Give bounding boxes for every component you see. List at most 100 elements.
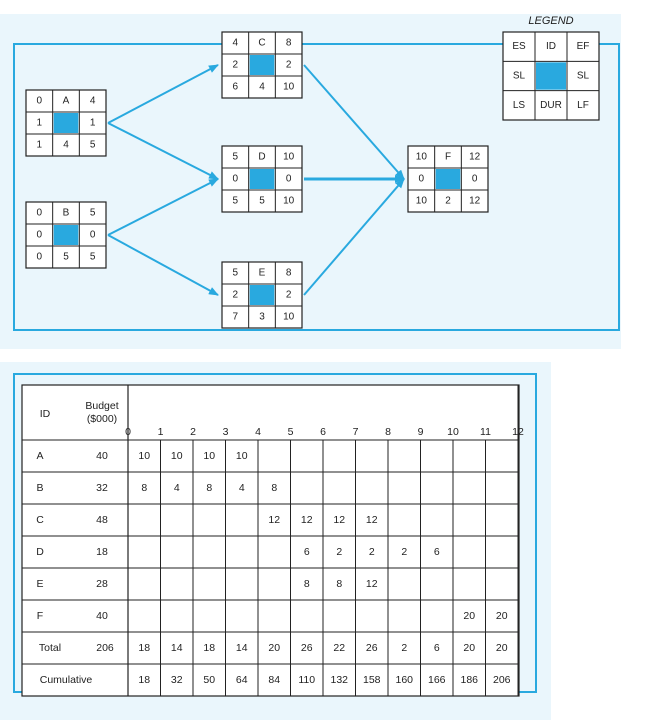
total-value: 20	[496, 642, 508, 654]
cell-value: 12	[366, 514, 378, 526]
cumulative-value: 206	[493, 674, 511, 686]
cell-value: 20	[463, 610, 475, 622]
node-b-id: B	[63, 208, 70, 219]
node-c-sl: 2	[233, 60, 239, 71]
node-b-ef: 5	[90, 208, 96, 219]
cell-value: 10	[138, 450, 150, 462]
edge-b-d	[107, 178, 219, 236]
cell-value: 10	[236, 450, 248, 462]
node-d-sl_right: 0	[286, 174, 292, 185]
cell-value: 12	[268, 514, 280, 526]
node-d-ef: 10	[283, 152, 295, 163]
table-grid	[22, 385, 519, 697]
edge-e-f	[303, 178, 405, 296]
cell-value: 8	[206, 482, 212, 494]
cell-value: 6	[434, 546, 440, 558]
id-header: ID	[40, 408, 51, 420]
legend-ls: LS	[513, 100, 526, 111]
node-b-center-fill	[53, 225, 79, 245]
node-e-lf: 10	[283, 312, 295, 323]
total-value: 26	[366, 642, 378, 654]
node-f-id: F	[445, 152, 451, 163]
period-label: 11	[480, 426, 491, 438]
node-d-sl: 0	[233, 174, 239, 185]
cell-value: 20	[496, 610, 508, 622]
node-a-sl_right: 1	[90, 118, 96, 129]
period-label: 9	[418, 426, 424, 438]
total-value: 18	[138, 642, 150, 654]
edge-b-e	[107, 234, 219, 296]
cell-value: 4	[174, 482, 180, 494]
node-b-dur: 5	[63, 252, 69, 263]
cell-value: 2	[336, 546, 342, 558]
period-label: 12	[512, 426, 524, 438]
cell-value: 8	[336, 578, 342, 590]
node-e-center-fill	[249, 285, 275, 305]
total-value: 20	[463, 642, 475, 654]
total-value: 14	[171, 642, 183, 654]
cell-value: 8	[141, 482, 147, 494]
total-value: 18	[203, 642, 215, 654]
legend-sl-right: SL	[577, 71, 590, 82]
row-budget: 40	[96, 610, 108, 622]
legend-sl: SL	[513, 71, 526, 82]
total-value: 14	[236, 642, 248, 654]
row-id: D	[36, 546, 44, 558]
node-c-dur: 4	[259, 82, 265, 93]
period-label: 6	[320, 426, 326, 438]
row-budget: 32	[96, 482, 108, 494]
cumulative-value: 50	[203, 674, 215, 686]
total-value: 20	[268, 642, 280, 654]
period-label: 8	[385, 426, 391, 438]
total-value: 6	[434, 642, 440, 654]
node-a-dur: 4	[63, 140, 69, 151]
cumulative-value: 132	[330, 674, 348, 686]
period-label: 0	[125, 426, 131, 438]
node-f-lf: 12	[469, 196, 481, 207]
legend-center-fill	[536, 62, 566, 90]
cell-value: 12	[333, 514, 345, 526]
node-a-id: A	[63, 96, 70, 107]
period-label: 7	[353, 426, 359, 438]
node-f-es: 10	[416, 152, 428, 163]
cumulative-value: 158	[363, 674, 381, 686]
legend-ef: EF	[577, 41, 590, 52]
period-label: 10	[447, 426, 459, 438]
node-c-es: 4	[233, 38, 239, 49]
period-label: 4	[255, 426, 261, 438]
row-id: A	[36, 450, 43, 462]
node-e-ls: 7	[233, 312, 239, 323]
table-body	[21, 384, 520, 697]
total-value: 2	[401, 642, 407, 654]
total-label: Total	[39, 642, 61, 654]
budget-header-unit: ($000)	[87, 413, 117, 425]
node-a-es: 0	[37, 96, 43, 107]
node-b-es: 0	[37, 208, 43, 219]
cell-value: 12	[301, 514, 313, 526]
period-label: 2	[190, 426, 196, 438]
cumulative-value: 64	[236, 674, 248, 686]
row-budget: 48	[96, 514, 108, 526]
legend-title: LEGEND	[528, 15, 573, 27]
node-c-ef: 8	[286, 38, 292, 49]
node-d-ls: 5	[233, 196, 239, 207]
node-a-center-fill	[53, 113, 79, 133]
node-f-sl: 0	[419, 174, 425, 185]
node-d-lf: 10	[283, 196, 295, 207]
cumulative-label: Cumulative	[40, 674, 93, 686]
node-e-dur: 3	[259, 312, 265, 323]
cumulative-value: 166	[428, 674, 446, 686]
row-budget: 28	[96, 578, 108, 590]
node-a-sl: 1	[37, 118, 43, 129]
node-e-sl_right: 2	[286, 290, 292, 301]
cell-value: 4	[239, 482, 245, 494]
node-c-center-fill	[249, 55, 275, 75]
node-b-lf: 5	[90, 252, 96, 263]
